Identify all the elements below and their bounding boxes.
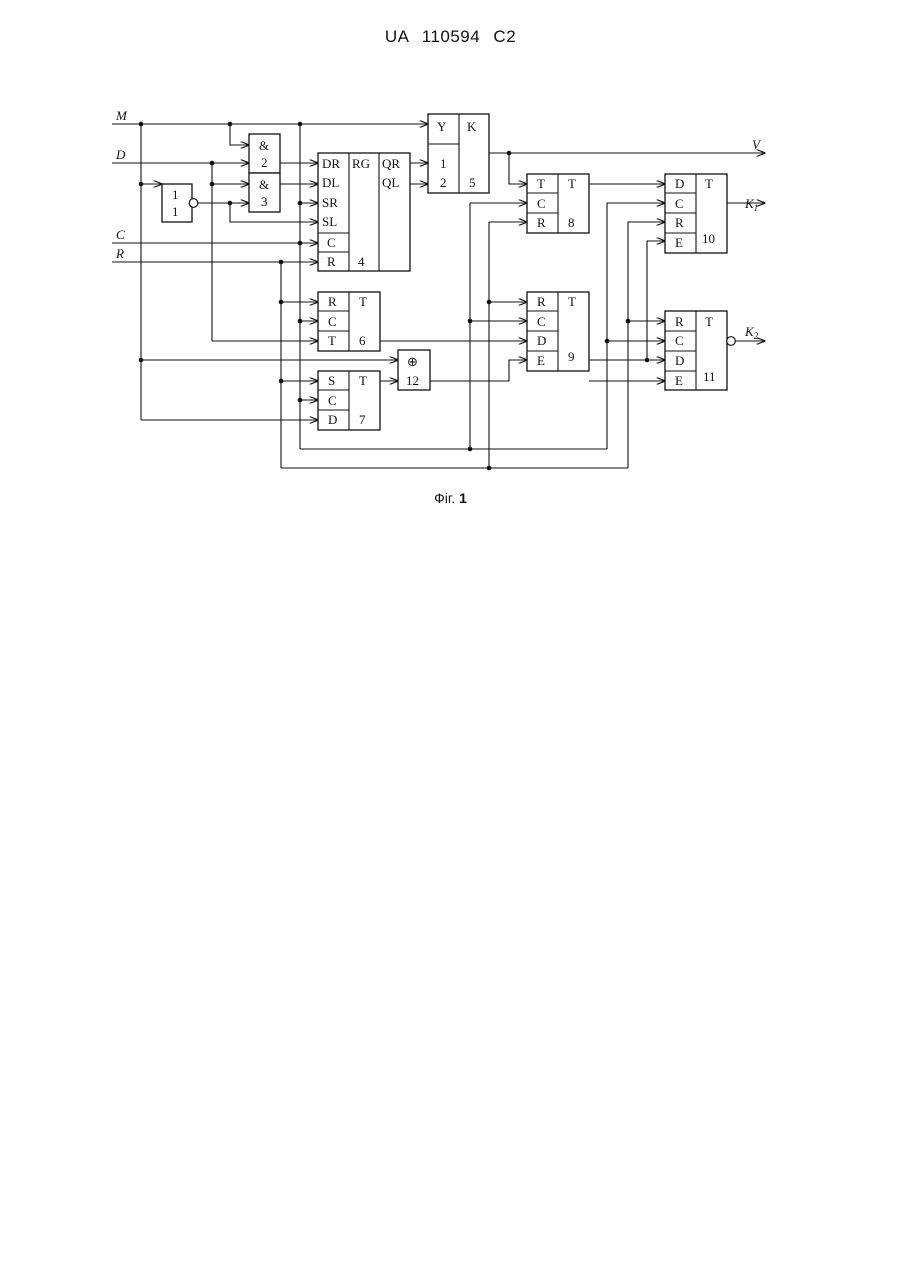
rg4-num: 4 — [358, 254, 365, 269]
figure-caption-number: 1 — [459, 490, 467, 506]
block5-col-k: K — [467, 119, 477, 134]
rg4-pin-qr: QR — [382, 156, 400, 171]
t9-num: 9 — [568, 349, 575, 364]
rg4-pin-c: C — [327, 235, 336, 250]
t8-pin-r: R — [537, 215, 546, 230]
t8-pin-t: T — [537, 176, 545, 191]
t6-num: 6 — [359, 333, 366, 348]
t7-pin-d: D — [328, 412, 337, 427]
flipflop-7: S C D T 7 — [318, 371, 380, 430]
rg4-pin-sl: SL — [322, 214, 337, 229]
t8-num: 8 — [568, 215, 575, 230]
input-label-c: C — [116, 227, 125, 242]
rg4-type: RG — [352, 156, 370, 171]
rg4-pin-r: R — [327, 254, 336, 269]
inverter-1-num: 1 — [172, 204, 179, 219]
inverter-1-top: 1 — [172, 187, 179, 202]
t9-pin-r: R — [537, 294, 546, 309]
block5-pin-2: 2 — [440, 175, 447, 190]
rg4-pin-sr: SR — [322, 195, 338, 210]
and-gate-2-op: & — [259, 138, 269, 153]
flipflop-8: T C R T 8 — [527, 174, 589, 233]
t6-type: T — [359, 294, 367, 309]
output-label-k2: K2 — [744, 324, 759, 341]
t10-pin-e: E — [675, 235, 683, 250]
t11-type: T — [705, 314, 713, 329]
t10-pin-d: D — [675, 176, 684, 191]
t9-type: T — [568, 294, 576, 309]
t11-num: 11 — [703, 369, 716, 384]
and-gate-3: & 3 — [249, 173, 280, 212]
t10-type: T — [705, 176, 713, 191]
figure-caption: Фіг. 1 — [0, 490, 901, 506]
block5-pin-1: 1 — [440, 156, 447, 171]
t8-pin-c: C — [537, 196, 546, 211]
flipflop-10: D C R E T 10 — [665, 174, 727, 253]
rg4-pin-dl: DL — [322, 175, 339, 190]
rg4-pin-ql: QL — [382, 175, 399, 190]
shift-register-4: DR DL SR SL C R RG QR QL 4 — [318, 153, 410, 271]
output-label-k1: K1 — [744, 196, 758, 213]
xor-gate-12-op: ⊕ — [407, 354, 418, 369]
t9-pin-e: E — [537, 353, 545, 368]
block5-col-y: Y — [437, 119, 447, 134]
t6-pin-r: R — [328, 294, 337, 309]
figure-caption-prefix: Фіг. — [434, 490, 455, 506]
t7-pin-c: C — [328, 393, 337, 408]
t11-pin-c: C — [675, 333, 684, 348]
flipflop-9: R C D E T 9 — [527, 292, 589, 371]
and-gate-2: & 2 — [249, 134, 280, 173]
inverter-1: 1 1 — [162, 184, 198, 222]
t11-pin-d: D — [675, 353, 684, 368]
t10-pin-r: R — [675, 215, 684, 230]
output-label-v: V — [752, 137, 762, 152]
t9-pin-d: D — [537, 333, 546, 348]
flipflop-6: R C T T 6 — [318, 292, 380, 351]
input-label-m: M — [115, 108, 128, 123]
block5-num: 5 — [469, 175, 476, 190]
t7-num: 7 — [359, 412, 366, 427]
rg4-pin-dr: DR — [322, 156, 340, 171]
input-label-d: D — [115, 147, 126, 162]
t8-type: T — [568, 176, 576, 191]
t6-pin-t: T — [328, 333, 336, 348]
t6-pin-c: C — [328, 314, 337, 329]
and-gate-3-op: & — [259, 177, 269, 192]
xor-gate-12-num: 12 — [406, 373, 419, 388]
xor-gate-12: ⊕ 12 — [398, 350, 430, 390]
t9-pin-c: C — [537, 314, 546, 329]
t10-pin-c: C — [675, 196, 684, 211]
t7-type: T — [359, 373, 367, 388]
block-5: Y K 1 2 5 — [428, 114, 489, 193]
and-gate-2-num: 2 — [261, 155, 268, 170]
t7-pin-s: S — [328, 373, 335, 388]
t10-num: 10 — [702, 231, 715, 246]
t11-pin-e: E — [675, 373, 683, 388]
and-gate-3-num: 3 — [261, 194, 268, 209]
flipflop-11: R C D E T 11 — [665, 311, 735, 390]
input-label-r: R — [115, 246, 124, 261]
t11-pin-r: R — [675, 314, 684, 329]
